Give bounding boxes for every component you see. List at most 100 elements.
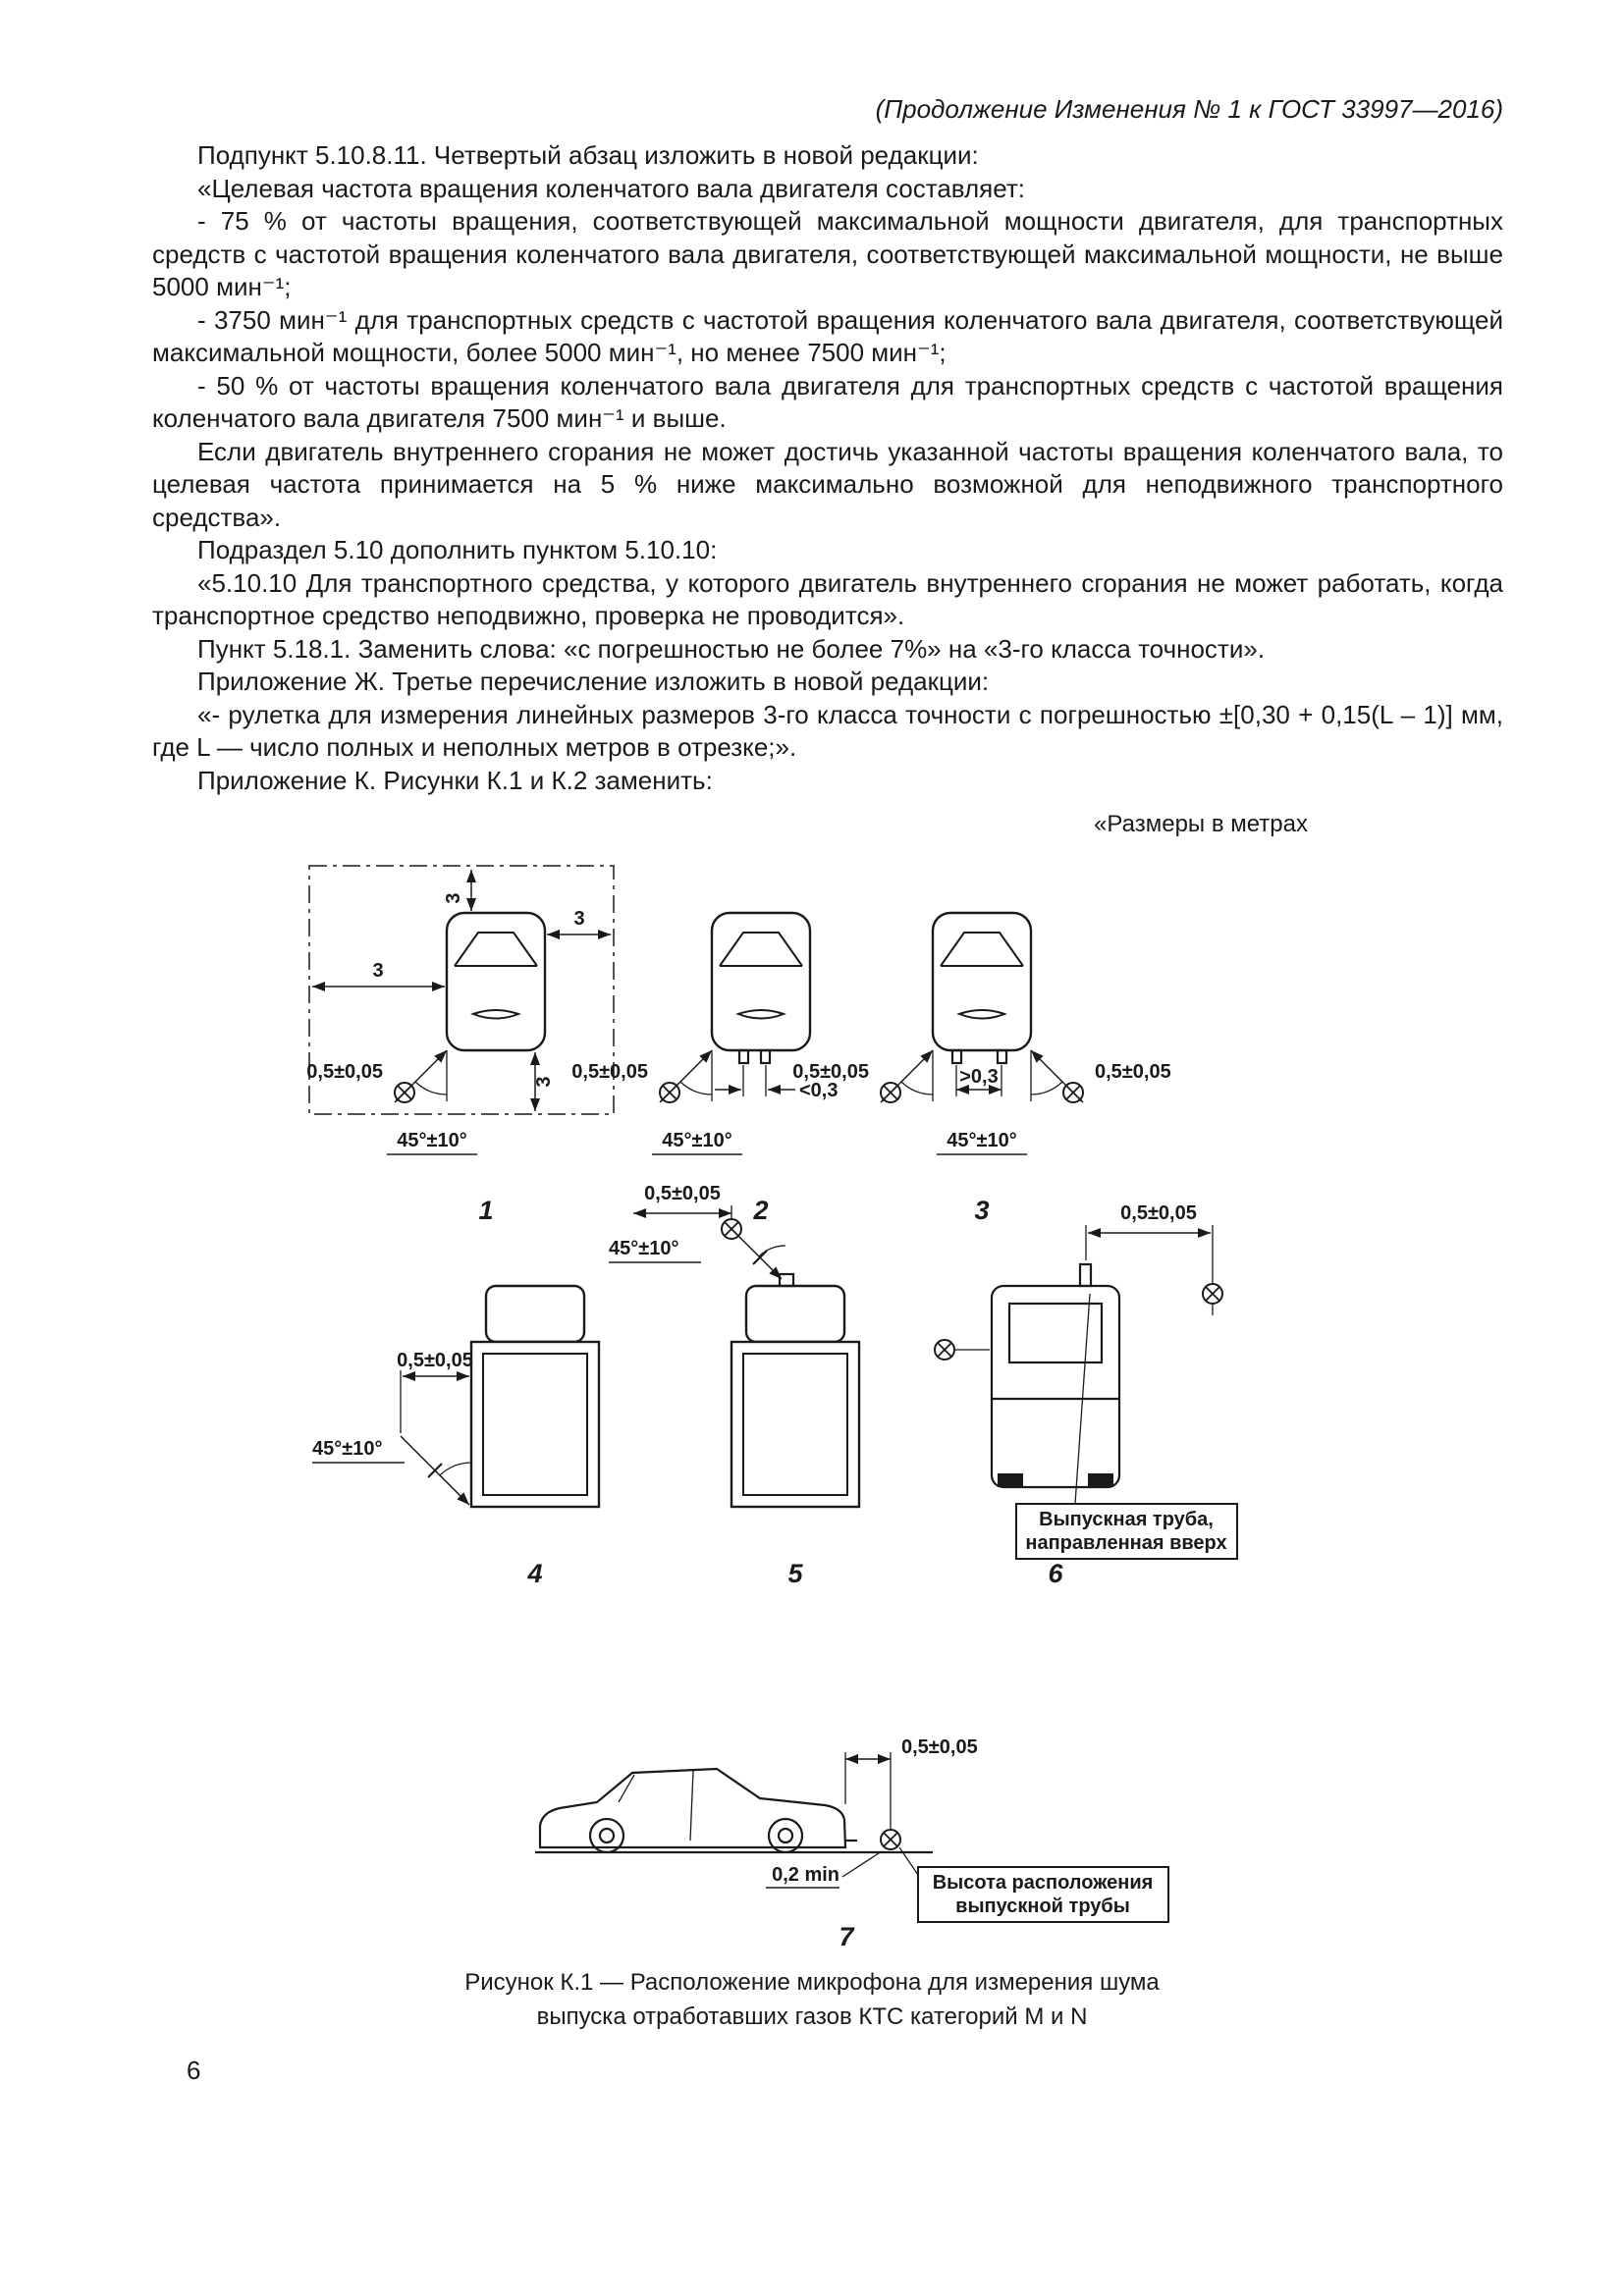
exhaust-pipe-up <box>1078 1262 1093 1288</box>
paragraph: Приложение К. Рисунки К.1 и К.2 заменить… <box>197 765 713 795</box>
page-header: (Продолжение Изменения № 1 к ГОСТ 33997—… <box>875 94 1503 124</box>
microphone-position: 0,5±0,05 45°±10° <box>609 1183 786 1280</box>
paragraph: Приложение Ж. Третье перечисление изложи… <box>197 667 990 696</box>
diagram-number: 1 <box>478 1196 493 1225</box>
paragraph: «5.10.10 Для транспортного средства, у к… <box>152 567 1503 631</box>
microphone-position-right: 0,5±0,05 <box>1030 1049 1171 1103</box>
diagram-number: 4 <box>526 1559 542 1588</box>
pipe-gap-dimension: >0,3 <box>955 1065 1002 1096</box>
microphone-position: 0,5±0,05 45°±10° <box>571 1049 742 1155</box>
paragraph: - 75 % от частоты вращения, соответствую… <box>152 206 1503 301</box>
paragraph: Подраздел 5.10 дополнить пунктом 5.10.10… <box>197 535 718 564</box>
dimension-3-bottom: 3 <box>530 1052 555 1111</box>
height-min-label: 0,2 min <box>772 1864 839 1886</box>
paragraph: Подпункт 5.10.8.11. Четвертый абзац изло… <box>197 140 979 170</box>
caption-line-1: Рисунок К.1 — Расположение микрофона для… <box>464 1969 1160 1996</box>
microphone-icon <box>659 1082 680 1103</box>
vehicle-top-view <box>445 911 547 1052</box>
angle-label: 45°±10° <box>312 1438 382 1460</box>
distance-label: 0,5±0,05 <box>644 1183 721 1204</box>
wheel <box>1088 1473 1113 1487</box>
dimension-3-left: 3 <box>312 960 445 991</box>
angle-label: 45°±10° <box>397 1130 466 1151</box>
wheel-hub <box>598 1827 616 1844</box>
note-line: Высота расположения <box>933 1872 1154 1894</box>
angle-label: 45°±10° <box>609 1238 678 1259</box>
figure-k1: 3 3 3 3 0,5±0,05 <box>306 865 1238 1951</box>
distance-label: 0,5±0,05 <box>1095 1061 1171 1083</box>
gap-label: >0,3 <box>959 1066 998 1088</box>
vehicle-rear-view <box>730 1284 861 1509</box>
pipe-up-note: Выпускная труба, направленная вверх <box>1015 1293 1238 1560</box>
diagram-number: 2 <box>752 1196 768 1225</box>
diagram-6: 0,5±0,05 Выпускная труба, направленная в… <box>934 1202 1238 1588</box>
gap-label: <0,3 <box>799 1080 838 1101</box>
diagram-7: 0,5±0,05 0,2 min Высота расположения вып… <box>535 1736 1169 1951</box>
dim-label: 3 <box>573 908 584 930</box>
diagram-4: 0,5±0,05 45°±10° 4 <box>312 1284 601 1588</box>
exhaust-pipe <box>996 1048 1008 1065</box>
diagram-number: 6 <box>1048 1559 1063 1588</box>
note-line: Выпускная труба, <box>1039 1509 1214 1530</box>
angle-label: 45°±10° <box>947 1130 1016 1151</box>
truck-body <box>990 1284 1121 1489</box>
figure-caption: Рисунок К.1 — Расположение микрофона для… <box>0 1965 1624 2034</box>
dimension-3-top: 3 <box>443 870 476 911</box>
diagram-3: >0,3 0,5±0,05 0,5±0,05 45°±10° 3 <box>792 911 1171 1225</box>
vehicle-rear-view <box>469 1284 601 1509</box>
microphone-tick <box>427 1463 443 1478</box>
paragraph: - 50 % от частоты вращения коленчатого в… <box>152 370 1503 434</box>
angle-label: 45°±10° <box>662 1130 731 1151</box>
note-line: выпускной трубы <box>955 1896 1130 1917</box>
microphone-position-side <box>934 1339 990 1361</box>
dim-label: 3 <box>443 892 464 903</box>
wheel <box>588 1817 625 1854</box>
wheel <box>998 1473 1023 1487</box>
distance-label: 0,5±0,05 <box>306 1061 383 1083</box>
paragraph: «Целевая частота вращения коленчатого ва… <box>197 173 1025 203</box>
microphone-position-left: 0,5±0,05 <box>792 1049 934 1103</box>
windshield-line <box>618 1774 635 1803</box>
wheel-hub <box>777 1827 794 1844</box>
paragraph: - 3750 мин⁻¹ для транспортных средств с … <box>152 304 1503 368</box>
boundary-box <box>308 865 615 1115</box>
page-number: 6 <box>187 2056 201 2085</box>
microphone-position: 0,5±0,05 45°±10° <box>306 1049 477 1155</box>
microphone-position-top: 0,5±0,05 <box>1085 1202 1223 1315</box>
units-note: «Размеры в метрах <box>1094 811 1308 837</box>
paragraph: Если двигатель внутреннего сгорания не м… <box>152 436 1503 532</box>
exhaust-pipe <box>950 1048 963 1065</box>
distance-label: 0,5±0,05 <box>571 1061 648 1083</box>
pipe-gap-dimension: <0,3 <box>715 1065 838 1101</box>
exhaust-pipe <box>759 1048 772 1065</box>
distance-label: 0,5±0,05 <box>397 1350 473 1371</box>
pipe-height-note: Высота расположения выпускной трубы <box>898 1846 1169 1923</box>
door-line <box>689 1770 694 1842</box>
microphone-position: 0,5±0,05 <box>844 1736 978 1850</box>
microphone-icon <box>880 1082 901 1103</box>
wheel <box>767 1817 804 1854</box>
microphone-icon <box>1202 1283 1223 1305</box>
diagram-number: 7 <box>839 1922 855 1951</box>
truck-window <box>1007 1302 1104 1364</box>
microphone-tick <box>752 1250 768 1265</box>
microphone-position: 0,5±0,05 45°±10° <box>312 1350 473 1506</box>
dim-label: 3 <box>533 1076 555 1087</box>
microphone-icon <box>934 1339 955 1361</box>
diagram-5: 0,5±0,05 45°±10° 5 <box>609 1183 861 1588</box>
exhaust-pipe-up <box>778 1272 795 1288</box>
car-side-view <box>538 1767 847 1849</box>
diagram-1: 3 3 3 3 0,5±0,05 <box>306 865 615 1225</box>
diagram-2: <0,3 0,5±0,05 45°±10° 2 <box>571 911 838 1225</box>
distance-label: 0,5±0,05 <box>1120 1202 1197 1224</box>
vehicle-top-view <box>931 911 1033 1052</box>
diagram-number: 3 <box>974 1196 989 1225</box>
microphone-icon <box>394 1082 415 1103</box>
vehicle-top-view <box>710 911 812 1052</box>
distance-label: 0,5±0,05 <box>901 1736 978 1758</box>
paragraph: «- рулетка для измерения линейных размер… <box>152 699 1503 763</box>
body-text: Подпункт 5.10.8.11. Четвертый абзац изло… <box>152 139 1503 797</box>
diagram-number: 5 <box>787 1559 803 1588</box>
microphone-icon <box>1062 1082 1084 1103</box>
